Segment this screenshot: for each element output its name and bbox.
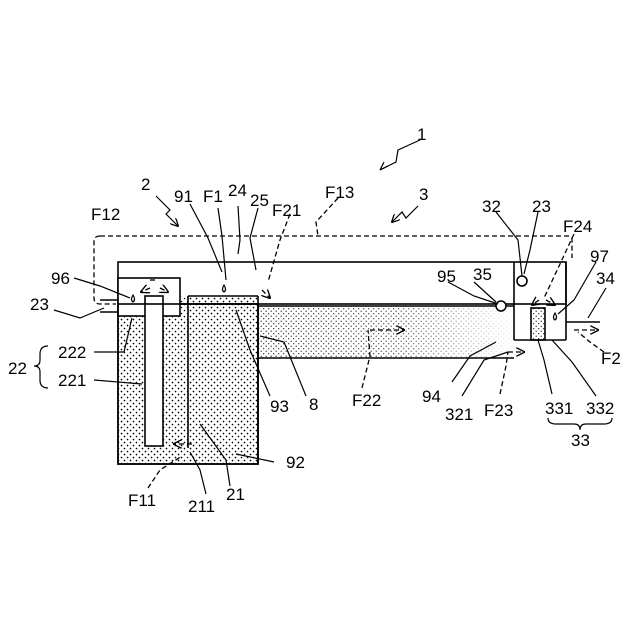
label-3: 3 (419, 185, 428, 204)
label-1: 1 (417, 125, 426, 144)
label-2: 2 (141, 175, 150, 194)
leader-332 (552, 340, 596, 396)
label-F2: F2 (601, 349, 621, 368)
label-32: 32 (482, 197, 501, 216)
droplet-97 (554, 313, 557, 320)
leader-25 (250, 208, 258, 270)
label-23-right: 23 (532, 197, 551, 216)
leader-F1 (218, 208, 226, 280)
leader-331 (538, 340, 552, 394)
label-23-left: 23 (30, 295, 49, 314)
brace-33 (548, 418, 612, 430)
sensor-35 (496, 301, 506, 311)
label-321: 321 (445, 405, 473, 424)
label-F23: F23 (484, 401, 513, 420)
leader-34 (588, 288, 606, 318)
label-34: 34 (596, 269, 615, 288)
droplet-91 (223, 285, 226, 292)
label-F13: F13 (325, 183, 354, 202)
leader-F13 (316, 198, 338, 236)
mist-fade (258, 306, 514, 358)
label-95: 95 (437, 267, 456, 286)
label-F24: F24 (563, 217, 592, 236)
label-35: 35 (473, 265, 492, 284)
leader-1 (380, 140, 420, 170)
label-F1: F1 (203, 187, 223, 206)
leader-32 (496, 212, 522, 276)
label-92: 92 (286, 453, 305, 472)
leader-24 (238, 206, 240, 254)
label-96: 96 (51, 269, 70, 288)
label-24: 24 (228, 181, 247, 200)
leader-97 (558, 262, 596, 314)
label-F21: F21 (272, 201, 301, 220)
label-94: 94 (422, 387, 441, 406)
tube-221 (145, 296, 163, 446)
leader-23-left (54, 308, 104, 318)
label-8: 8 (309, 395, 318, 414)
label-97: 97 (590, 247, 609, 266)
outlet-tube-331 (531, 308, 545, 340)
label-93: 93 (270, 397, 289, 416)
label-332: 332 (586, 399, 614, 418)
label-22: 22 (8, 359, 27, 378)
label-25: 25 (250, 191, 269, 210)
label-211: 211 (188, 497, 215, 516)
leader-F24 (544, 234, 574, 298)
chamber-93 (188, 296, 258, 464)
leader-F21 (268, 214, 290, 282)
label-221: 221 (58, 371, 86, 390)
label-21: 21 (226, 485, 245, 504)
label-F11: F11 (128, 491, 156, 510)
flow-arrow-F21 (262, 290, 270, 298)
leader-23-right (524, 212, 538, 274)
leader-35 (474, 282, 496, 302)
brace-22 (34, 346, 48, 388)
label-331: 331 (545, 399, 573, 418)
sensor-32 (517, 276, 527, 286)
leader-3 (392, 206, 418, 222)
label-33: 33 (571, 431, 590, 450)
leader-1-arrow (380, 162, 388, 170)
label-91: 91 (174, 187, 193, 206)
label-222: 222 (58, 343, 86, 362)
label-F12: F12 (91, 205, 120, 224)
label-F22: F22 (352, 391, 381, 410)
